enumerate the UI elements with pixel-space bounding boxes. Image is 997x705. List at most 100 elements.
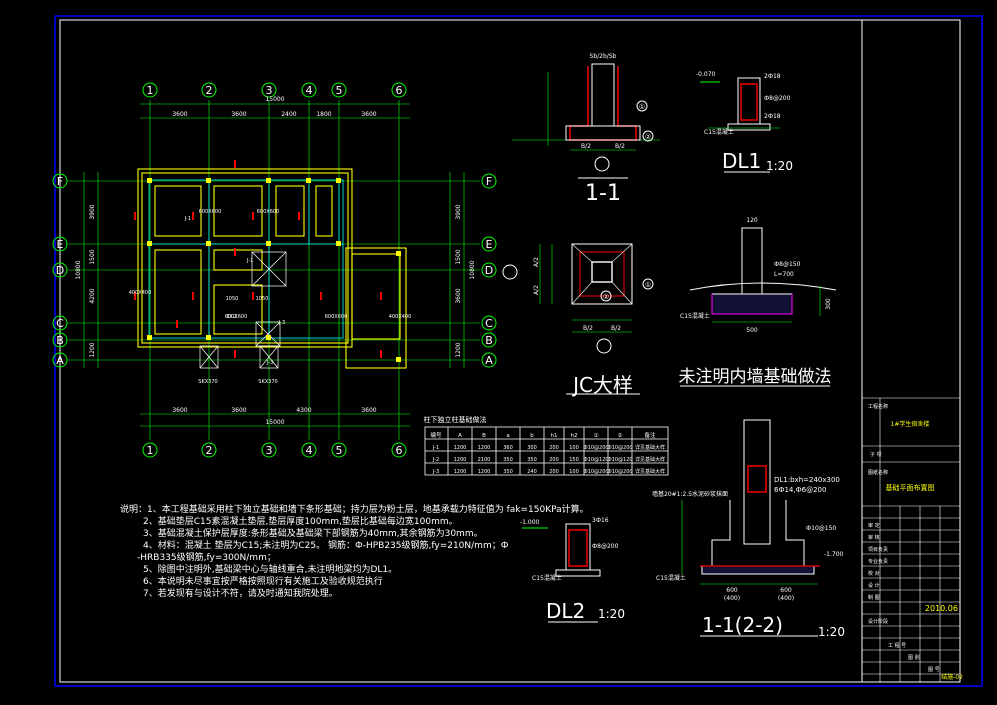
table-cell-1-0: J-2 [432,457,439,463]
tb-extra-2: 图 号 [928,667,940,673]
dim-left-3: 1200 [89,342,96,357]
plan-label-4: 600X600 [225,314,248,320]
plan-label-13: J-1 [246,258,253,264]
inner-note-4: 300 [825,298,832,310]
axis-bottom-6-bubble [391,442,407,458]
tb-drawing: 基础平面布置图 [886,483,935,492]
plan-section-markers [134,160,382,358]
plan-columns [147,178,401,362]
tb-date: 2010.06 [925,604,958,613]
plan-grid-horizontal [68,180,480,361]
inner-note-1: Ф8@150 [774,261,801,268]
table-cell-0-2: 1200 [478,445,491,451]
table-cell-2-6: 100 [569,469,579,475]
dim-bottom-0: 3600 [172,407,187,414]
axis-right-D-bubble [481,262,497,278]
axis-top-3: 3 [266,84,273,97]
inner-note-5: C15混凝土 [680,312,710,320]
table-cell-1-2: 2100 [478,457,491,463]
axis-right-E: E [486,238,493,251]
dl1-note-4: C15混凝土 [704,128,734,136]
dim-top-total: 15000 [265,96,284,103]
table-cell-2-9: 详见基础大样 [635,468,665,475]
tb-extra-1: 图 别 [908,654,920,661]
dl1-note-0: -0.070 [696,71,716,78]
dim-top-1: 3600 [231,111,246,118]
dim-bottom-1: 3600 [231,407,246,414]
foundation-table-grid [424,426,669,476]
table-cell-2-7: Ф10@200 [583,469,608,475]
sec22-scale: 1:20 [818,625,845,639]
dl2-title: DL2 [546,599,585,623]
plan-label-9: SKX370 [258,379,277,385]
table-cell-0-0: J-1 [432,445,439,451]
axis-bottom-4-bubble [301,442,317,458]
axis-right-F-bubble [481,173,497,189]
axis-top-2: 2 [206,84,213,97]
table-header-1: A [458,433,462,439]
dim-top-4: 3600 [361,111,376,118]
axis-left-B: B [56,334,64,347]
axis-left-B-bubble [52,332,68,348]
dim-bottom-3: 3600 [361,407,376,414]
jc-note-0: A/2 [533,257,540,267]
note-line-4: -HRB335级钢筋,fy=300N/mm； [137,551,276,563]
axis-bottom-1: 1 [147,444,154,457]
plan-dimension-lines [83,103,465,427]
sec22-note-1: 6Ф14,Ф6@200 [774,486,826,494]
sec11-callout-1: ① [639,103,645,111]
axis-right-A: A [485,354,493,367]
axis-left-C: C [56,317,64,330]
table-header-6: h2 [571,433,578,439]
table-header-9: 备注 [644,431,656,439]
note-line-2: 3、基础混凝土保护层厚度:条形基础及基础梁下部钢筋为40mm,其余钢筋为30mm… [143,527,483,539]
axis-top-2-bubble [201,82,217,98]
tb-role-4: 校 对 [868,570,880,577]
table-cell-0-5: 200 [549,445,559,451]
inner-note-0: 120 [746,217,758,224]
axis-right-C-bubble [481,315,497,331]
table-cell-2-5: 200 [549,469,559,475]
dl1-note-2: Ф8@200 [764,95,791,102]
sec22-note-2: 墙基20#1:2.5水泥砂浆抹面 [652,490,728,498]
titleblock-grid [862,397,960,682]
tb-drawing-label: 图纸名称 [868,469,888,476]
outer-frame [54,15,983,687]
dl2-note-1: 3Ф16 [592,517,609,524]
dl1-note-1: 2Ф18 [764,73,781,80]
jc-note-4: ① [645,281,651,289]
dl1-scale: 1:20 [766,159,793,173]
axis-right-B: B [485,334,493,347]
note-line-0: 说明：1、本工程基础采用柱下独立基础和墙下条形基础；持力层为粉土层，地基承载力特… [120,503,589,515]
sec11-top-note: Sb/2b/Sb [590,53,617,60]
drawing-border [59,19,961,683]
tb-sheet-no: 结施-02 [941,673,963,681]
table-cell-2-8: Ф10@200 [607,469,632,475]
axis-right-D: D [485,264,493,277]
sec11-title: 1-1 [585,181,621,206]
sec22-note-3: Ф10@150 [806,525,836,532]
sec22-note-6: 600 [726,587,738,594]
table-header-5: h1 [551,433,558,439]
note-line-1: 2、基础垫层C15素混凝土垫层,垫层厚度100mm,垫层比基础每边宽100mm。 [143,515,458,527]
table-cell-2-3: 350 [503,469,513,475]
axis-top-1-bubble [142,82,158,98]
dim-left-1: 1500 [89,249,96,264]
table-cell-0-8: Ф10@200 [607,445,632,451]
plan-label-1: 600X600 [257,209,280,215]
tb-role-0: 审 定 [868,522,880,529]
tb-extra-0: 工 程 号 [888,642,906,649]
jc-note-2: B/2 [583,325,593,332]
table-cell-1-3: 350 [503,457,513,463]
table-cell-1-1: 1200 [454,457,467,463]
plan-label-8: SKX370 [198,379,217,385]
plan-label-2: 1050 [226,296,239,302]
sec11-dim-1: B/2 [615,143,625,150]
table-header-3: a [506,433,509,439]
table-header-2: B [482,433,486,439]
inner-wall-foundation-detail [680,227,837,387]
plan-label-10: DL2 [227,314,237,320]
